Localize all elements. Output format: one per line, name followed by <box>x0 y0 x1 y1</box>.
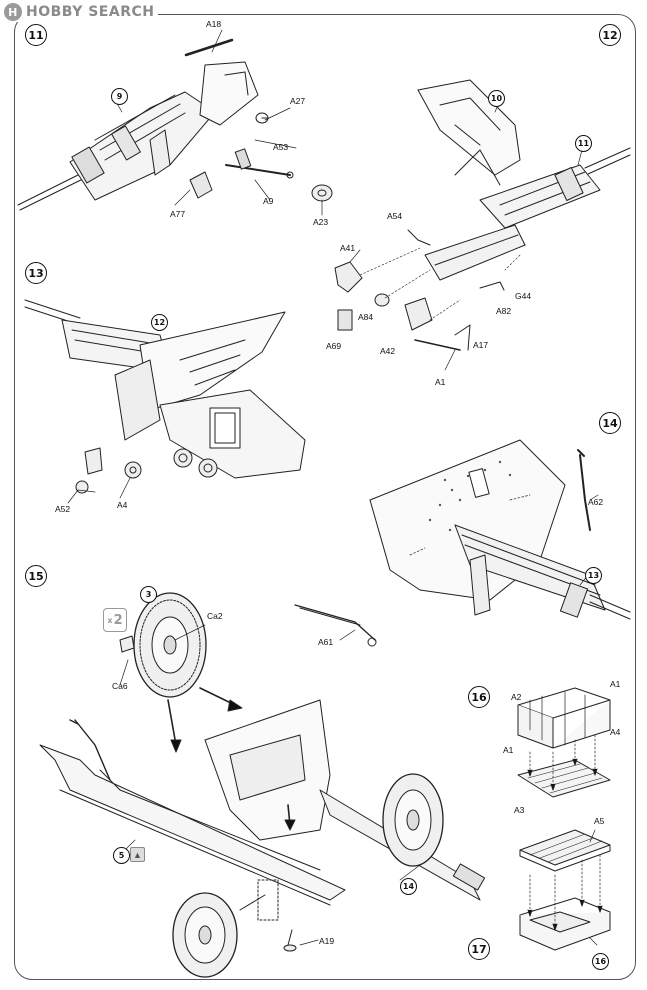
multiplier-prefix: x <box>107 615 113 625</box>
subassembly-callout-12: 12 <box>151 314 168 331</box>
step-number-15: 15 <box>25 565 47 587</box>
subassembly-callout-16: 16 <box>592 953 609 970</box>
part-label-a4: A4 <box>117 500 128 510</box>
part-label-a77: A77 <box>170 209 186 219</box>
part-label-a54: A54 <box>387 211 403 221</box>
part-label-a52: A52 <box>55 504 71 514</box>
subassembly-callout-13: 13 <box>585 567 602 584</box>
part-label-a9: A9 <box>263 196 274 206</box>
part-label-a19: A19 <box>319 936 335 946</box>
step-number-13: 13 <box>25 262 47 284</box>
part-label-ca2: Ca2 <box>207 611 223 621</box>
part-label-a53: A53 <box>273 142 289 152</box>
part-label-a82: A82 <box>496 306 512 316</box>
part-label-ca6: Ca6 <box>112 681 128 691</box>
part-label-a4-box: A4 <box>610 727 621 737</box>
step-11-drawing <box>18 30 332 215</box>
part-label-a41: A41 <box>340 243 356 253</box>
part-label-a62: A62 <box>588 497 604 507</box>
part-label-a1-top: A1 <box>610 679 621 689</box>
part-label-a61: A61 <box>318 637 334 647</box>
part-label-a18: A18 <box>206 19 222 29</box>
glue-icon: ▲ <box>130 847 145 862</box>
subassembly-callout-11: 11 <box>575 135 592 152</box>
watermark-logo: H <box>4 3 22 21</box>
part-label-a27: A27 <box>290 96 306 106</box>
step-15-drawing <box>40 593 485 977</box>
watermark-text: HOBBY SEARCH <box>26 4 155 20</box>
step-16-drawing <box>518 688 610 797</box>
part-label-a84: A84 <box>358 312 374 322</box>
step-17-drawing <box>520 830 610 950</box>
subassembly-callout-3: 3 <box>140 586 157 603</box>
part-label-a17: A17 <box>473 340 489 350</box>
step-13-drawing <box>25 300 305 503</box>
subassembly-callout-14: 14 <box>400 878 417 895</box>
step-number-17: 17 <box>468 938 490 960</box>
part-label-a2: A2 <box>511 692 522 702</box>
watermark: H HOBBY SEARCH <box>4 2 159 22</box>
step-number-11: 11 <box>25 24 47 46</box>
part-label-a5: A5 <box>594 816 605 826</box>
step-14-drawing <box>295 440 630 646</box>
subassembly-callout-10: 10 <box>488 90 505 107</box>
multiplier-count: 2 <box>113 612 123 628</box>
step-12-drawing <box>335 80 630 370</box>
part-label-a1-left: A1 <box>503 745 514 755</box>
subassembly-callout-5: 5 <box>113 847 130 864</box>
subassembly-callout-9: 9 <box>111 88 128 105</box>
step-number-16: 16 <box>468 686 490 708</box>
part-label-a3: A3 <box>514 805 525 815</box>
part-label-a1: A1 <box>435 377 446 387</box>
step-number-14: 14 <box>599 412 621 434</box>
part-label-a42: A42 <box>380 346 396 356</box>
step-number-12: 12 <box>599 24 621 46</box>
part-label-a23: A23 <box>313 217 329 227</box>
part-label-g44: G44 <box>515 291 532 301</box>
part-label-a69: A69 <box>326 341 342 351</box>
